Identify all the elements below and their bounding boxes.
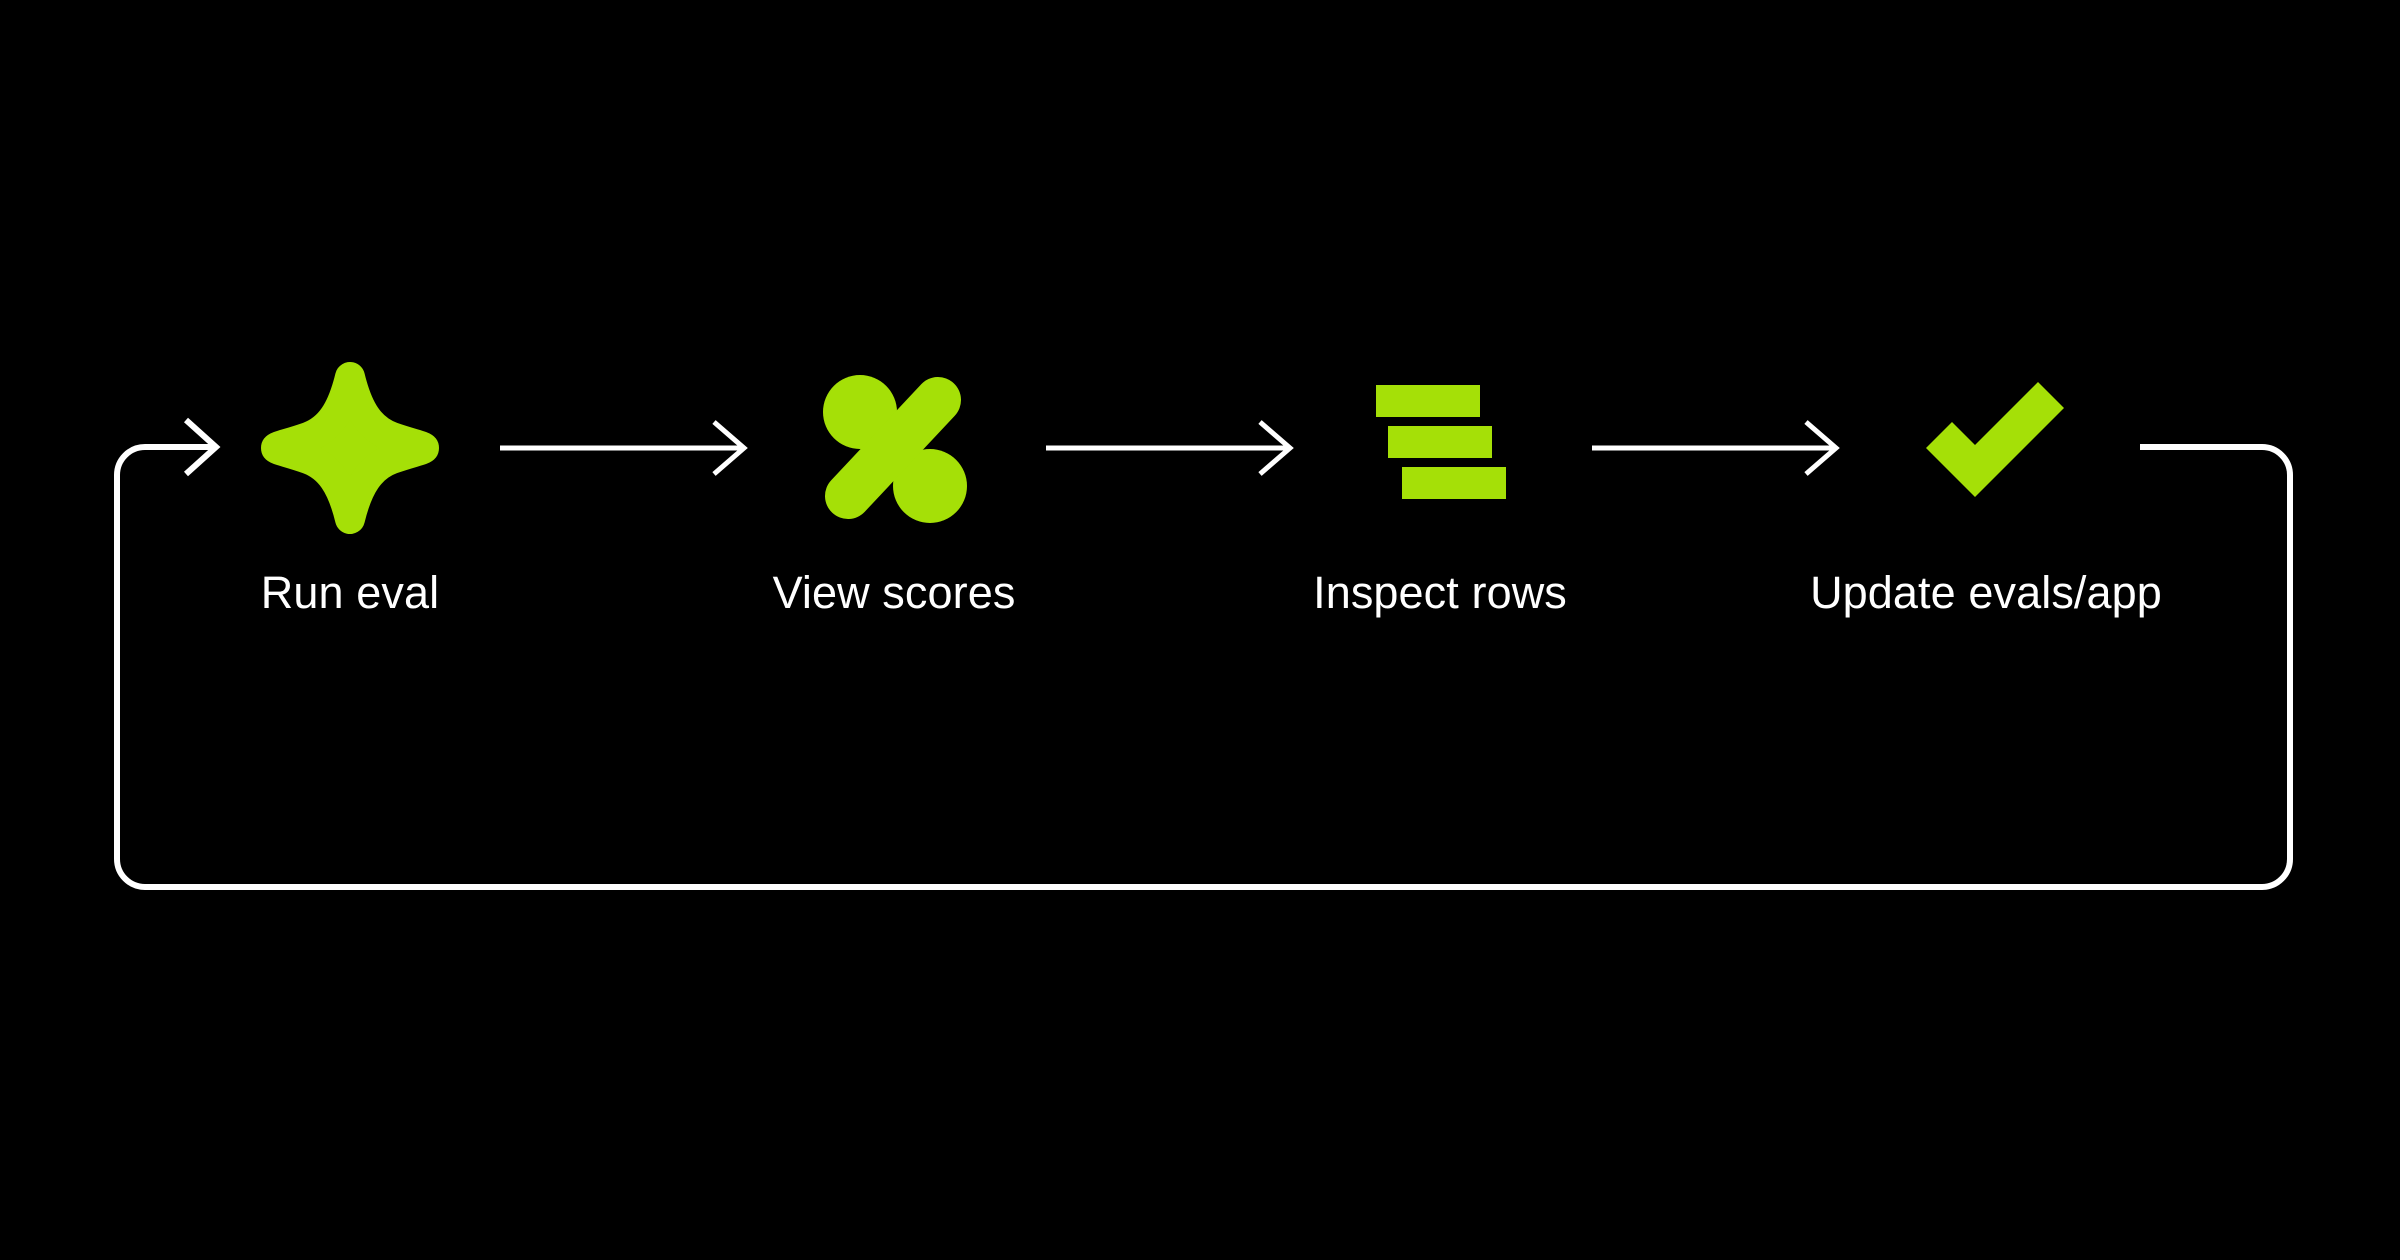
feedback-loop-path [114, 417, 2293, 890]
checkmark-icon [1926, 382, 2064, 497]
step-label-run-eval: Run eval [260, 567, 440, 618]
connector-1 [500, 420, 748, 476]
step-label-inspect-rows: Inspect rows [1313, 567, 1567, 618]
sparkle-star-icon [261, 362, 439, 534]
rows-bars-icon [1376, 385, 1506, 499]
step-label-view-scores: View scores [772, 567, 1016, 618]
percent-icon [823, 375, 967, 523]
connector-3 [1592, 420, 1840, 476]
step-label-update-evals-app: Update evals/app [1810, 567, 2162, 618]
connector-2 [1046, 420, 1294, 476]
